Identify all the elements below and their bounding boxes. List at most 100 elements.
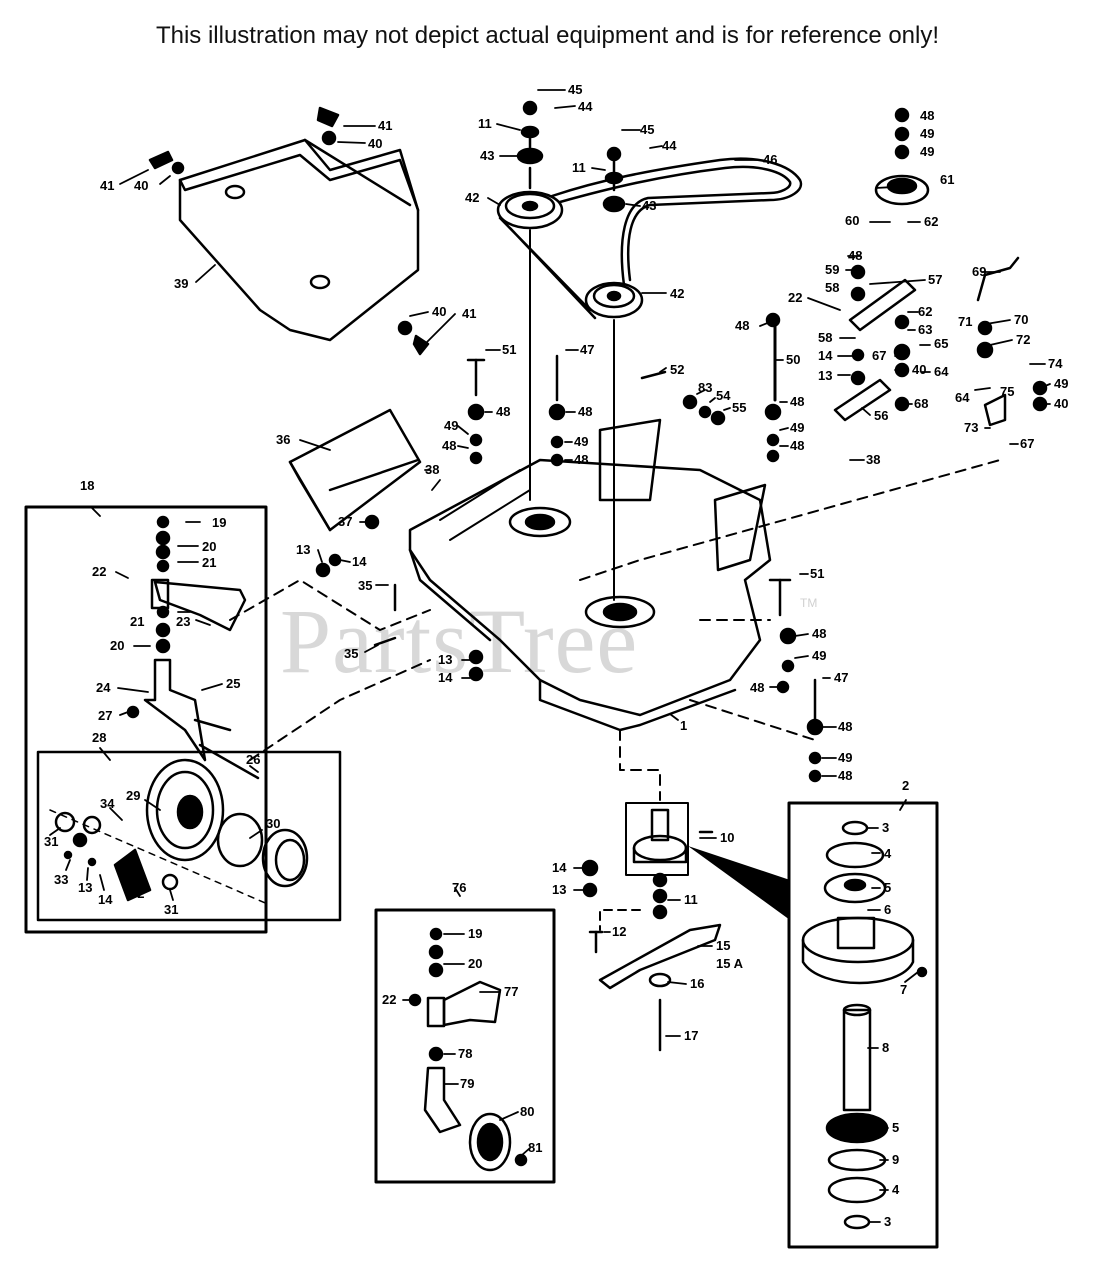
callout-72: 72: [1016, 332, 1030, 347]
callout-22-b: 22: [92, 564, 106, 579]
callout-13-c: 13: [438, 652, 452, 667]
callout-49-a: 49: [920, 126, 934, 141]
callout-42-top: 42: [465, 190, 479, 205]
callout-60: 60: [845, 213, 859, 228]
group-box-76: [374, 908, 556, 1184]
callout-8: 8: [882, 1040, 889, 1055]
callout-71: 71: [958, 314, 972, 329]
callout-2: 2: [902, 778, 909, 793]
callout-74: 74: [1048, 356, 1063, 371]
belt-cover-39: [148, 106, 430, 356]
callout-4-bottom: 4: [892, 1182, 900, 1197]
callout-49-f: 49: [790, 420, 804, 435]
callout-14-a: 14: [818, 348, 833, 363]
callout-15A: 15 A: [716, 956, 744, 971]
callout-35-a: 35: [358, 578, 372, 593]
callout-22-a: 22: [788, 290, 802, 305]
callout-54: 54: [716, 388, 731, 403]
callout-62-a: 62: [924, 214, 938, 229]
callout-76: 76: [452, 880, 466, 895]
callout-48-c: 48: [735, 318, 749, 333]
callout-48-f: 48: [790, 394, 804, 409]
callout-48-i: 48: [790, 438, 804, 453]
callout-35-b: 35: [344, 646, 358, 661]
callout-13-d: 13: [78, 880, 92, 895]
callout-58-b: 58: [818, 330, 832, 345]
callout-23: 23: [176, 614, 190, 629]
callout-17: 17: [684, 1028, 698, 1043]
callout-48-j: 48: [812, 626, 826, 641]
callout-20-c: 20: [468, 956, 482, 971]
callout-49-h: 49: [838, 750, 852, 765]
callout-48-e: 48: [578, 404, 592, 419]
callout-11-top: 11: [478, 116, 492, 131]
callout-48-b: 48: [848, 248, 862, 263]
callout-52: 52: [670, 362, 684, 377]
callout-47-b: 47: [834, 670, 848, 685]
callout-14-e: 14: [552, 860, 567, 875]
disclaimer-text: This illustration may not depict actual …: [155, 22, 940, 49]
callout-25: 25: [226, 676, 240, 691]
callout-77: 77: [504, 984, 518, 999]
callout-5-top: 5: [884, 880, 891, 895]
callout-63: 63: [918, 322, 932, 337]
callout-16: 16: [690, 976, 704, 991]
callout-43-mid: 43: [642, 198, 656, 213]
watermark-trademark: TM: [800, 596, 818, 610]
callout-27: 27: [98, 708, 112, 723]
callout-48-d: 48: [496, 404, 510, 419]
callout-67-a: 67: [872, 348, 886, 363]
callout-56: 56: [874, 408, 888, 423]
caster-assembly-76: [408, 927, 528, 1172]
callout-21-b: 21: [130, 614, 144, 629]
callout-70: 70: [1014, 312, 1028, 327]
callout-41-a: 41: [378, 118, 392, 133]
callout-32: 32: [130, 886, 144, 901]
callout-49-e: 49: [574, 434, 588, 449]
group-box-18: [24, 505, 342, 934]
callout-9: 9: [892, 1152, 899, 1167]
callout-50: 50: [786, 352, 800, 367]
group-box-2: [787, 801, 939, 1249]
callout-49-g: 49: [812, 648, 826, 663]
callout-46: 46: [763, 152, 777, 167]
callout-6: 6: [884, 902, 891, 917]
callout-30: 30: [266, 816, 280, 831]
callout-36: 36: [276, 432, 290, 447]
callout-49-b: 49: [920, 144, 934, 159]
callout-13-e: 13: [552, 882, 566, 897]
callout-42-mid: 42: [670, 286, 684, 301]
callout-20-b: 20: [110, 638, 124, 653]
callout-11-mid: 11: [572, 160, 586, 175]
callout-3-bottom: 3: [884, 1214, 891, 1229]
callout-19-b: 19: [468, 926, 482, 941]
callout-40-d: 40: [912, 362, 926, 377]
callout-41-c: 41: [462, 306, 476, 321]
callout-14-d: 14: [98, 892, 113, 907]
callout-79: 79: [460, 1076, 474, 1091]
callout-43-top: 43: [480, 148, 494, 163]
callout-49-c: 49: [1054, 376, 1068, 391]
callout-67-b: 67: [1020, 436, 1034, 451]
callout-31-a: 31: [44, 834, 58, 849]
callout-3-top: 3: [882, 820, 889, 835]
callout-69: 69: [972, 264, 986, 279]
callout-48-h: 48: [574, 452, 588, 467]
callout-21-a: 21: [202, 555, 216, 570]
callout-40-c: 40: [432, 304, 446, 319]
callout-13-b: 13: [296, 542, 310, 557]
callout-49-d: 49: [444, 418, 458, 433]
callout-38-b: 38: [425, 462, 439, 477]
callout-28: 28: [92, 730, 106, 745]
callout-80: 80: [520, 1104, 534, 1119]
callout-47-a: 47: [580, 342, 594, 357]
spindle-housing-2: [801, 820, 928, 1230]
callout-45-mid: 45: [640, 122, 654, 137]
callout-83: 83: [698, 380, 712, 395]
lift-linkage-assembly: [765, 107, 1048, 427]
callout-65: 65: [934, 336, 948, 351]
callout-41-b: 41: [100, 178, 114, 193]
callout-45-top: 45: [568, 82, 582, 97]
callout-48-a: 48: [920, 108, 934, 123]
